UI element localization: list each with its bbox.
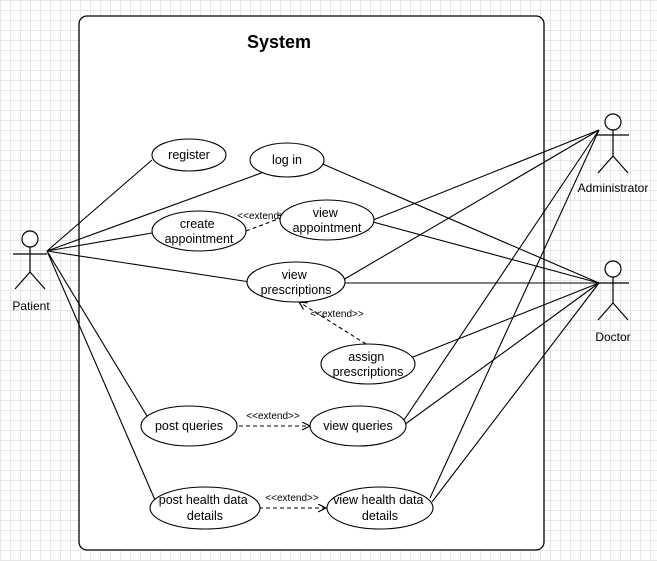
actor-doctor [597,260,629,321]
association-line [403,129,600,421]
svg-text:create appointment: create appointment [165,217,234,246]
extend-relations [239,216,367,508]
association-line [46,159,153,252]
use-case-view-health-data-details: view health data details [326,486,434,530]
association-line [46,250,156,501]
association-line [372,221,600,284]
use-case-label: create [180,217,215,231]
doctor-associations [317,161,600,503]
actor-head-icon [604,113,622,131]
use-case-label: details [362,509,398,523]
association-line [46,171,265,252]
association-line [403,282,600,426]
actor-label-administrator: Administrator [578,181,649,195]
association-line [46,250,251,283]
use-case-label: view health data [333,493,423,507]
use-case-view-prescriptions: view prescriptions [246,261,346,303]
use-case-assign-prescriptions: assign prescriptions [320,343,416,385]
association-line [46,232,153,252]
use-case-label: view queries [323,419,392,433]
actor-administrator [597,113,629,174]
actor-label-patient: Patient [12,299,50,313]
association-line [431,282,600,503]
use-case-log-in: log in [249,142,325,178]
use-case-label: post health data [159,493,248,507]
use-case-view-queries: view queries [309,405,407,447]
extend-label: <<extend>> [246,411,300,422]
association-line [46,250,151,422]
use-case-label: appointment [165,232,234,246]
patient-associations [46,159,265,501]
extend-label: <<extend>> [237,211,291,222]
use-case-label: prescriptions [261,283,332,297]
administrator-associations [342,129,600,499]
actor-label-doctor: Doctor [595,330,630,344]
use-case-label: assign [348,350,384,364]
extend-label: <<extend>> [265,493,319,504]
extend-label: <<extend>> [310,309,364,320]
use-case-label: appointment [293,221,362,235]
svg-text:view health data details: view health data details [333,493,427,523]
use-case-post-health-data-details: post health data details [149,486,261,530]
actor-head-icon [604,260,622,278]
svg-text:register: register [168,148,210,162]
association-line [342,129,600,281]
use-case-label: view [282,268,308,282]
svg-text:post health data details: post health data details [159,493,251,523]
association-line [317,161,600,284]
use-case-create-appointment: create appointment [151,210,247,252]
svg-text:assign prescriptions: assign prescriptions [333,350,404,379]
system-title: System [247,32,311,52]
use-case-label: details [187,509,223,523]
use-case-label: prescriptions [333,365,404,379]
use-case-register: register [151,138,227,172]
actor-head-icon [21,230,39,248]
association-line [372,129,600,221]
use-case-label: log in [272,153,302,167]
use-case-label: register [168,148,210,162]
extend-arrow [245,216,286,232]
svg-text:view appointment: view appointment [293,206,362,235]
extend-arrow [299,302,367,345]
svg-text:view queries: view queries [323,419,392,433]
svg-text:log in: log in [272,153,302,167]
use-case-label: view [313,206,339,220]
use-case-post-queries: post queries [140,405,238,447]
svg-text:view prescriptions: view prescriptions [261,268,332,297]
association-line [429,129,600,499]
actor-patient [13,230,47,290]
svg-text:post queries: post queries [155,419,223,433]
use-case-label: post queries [155,419,223,433]
association-line [412,282,600,358]
use-case-view-appointment: view appointment [279,199,375,241]
